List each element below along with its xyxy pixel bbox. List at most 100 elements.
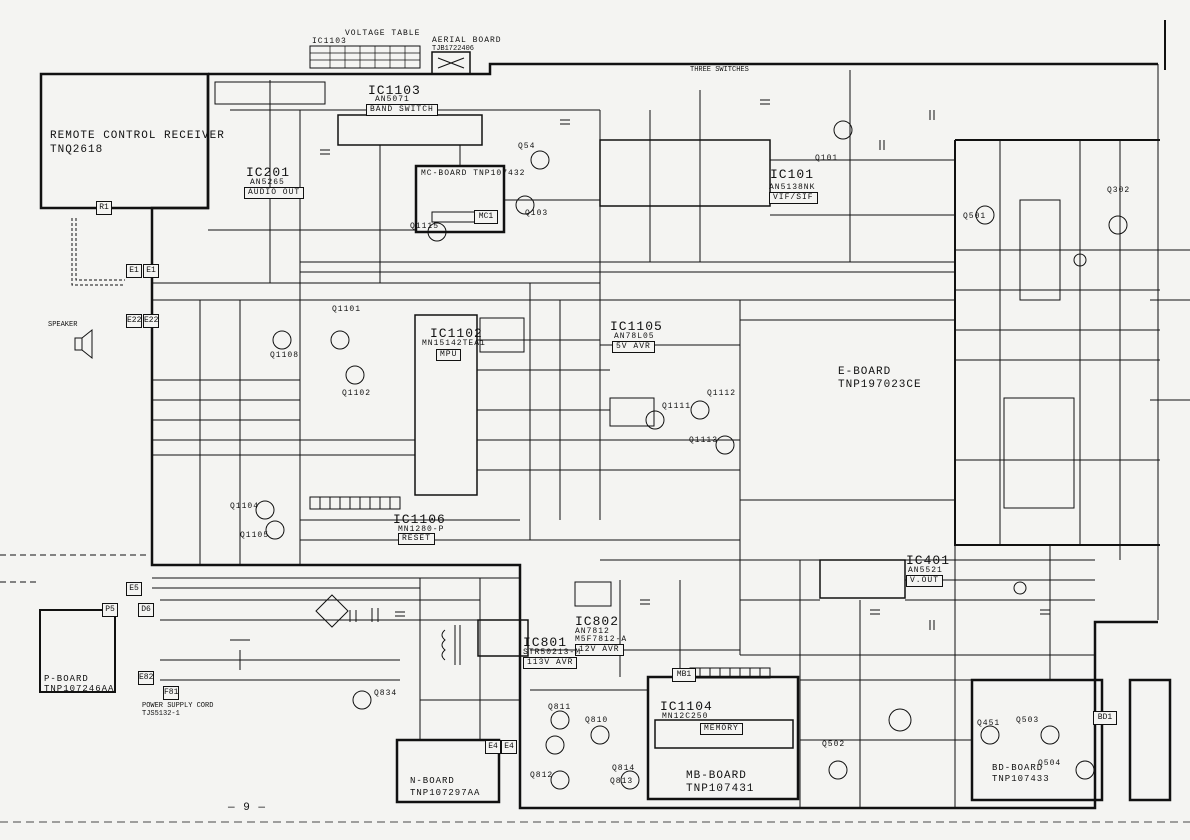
n-board-box bbox=[395, 738, 501, 804]
ic802-name: IC802 bbox=[575, 614, 620, 629]
mb-board-box bbox=[646, 675, 800, 801]
transistor-q810: Q810 bbox=[585, 716, 609, 725]
transistor-q101: Q101 bbox=[815, 154, 839, 163]
aerial-board-label: AERIAL BOARD bbox=[432, 36, 502, 45]
e-board-part: TNP197023CE bbox=[838, 379, 922, 391]
n-board-label: N-BOARD bbox=[410, 776, 455, 786]
transistor-q302: Q302 bbox=[1107, 186, 1131, 195]
mb-board-label: MB-BOARD bbox=[686, 770, 747, 782]
ic1105-function: 5V AVR bbox=[612, 341, 655, 353]
transistor-q1108: Q1108 bbox=[270, 351, 300, 360]
transistor-q812: Q812 bbox=[530, 771, 554, 780]
ic801-part: STR50213-M bbox=[523, 648, 582, 657]
page-number: — 9 — bbox=[228, 802, 267, 814]
ic1106-part: MN1280-P bbox=[398, 525, 445, 534]
transistor-q1115: Q1115 bbox=[410, 222, 440, 231]
connector-d6: D6 bbox=[138, 603, 154, 617]
transistor-q504: Q504 bbox=[1038, 759, 1062, 768]
transistor-q834: Q834 bbox=[374, 689, 398, 698]
connector-e82: E82 bbox=[138, 671, 154, 685]
connector-e1-right: E1 bbox=[143, 264, 159, 278]
transistor-q502: Q502 bbox=[822, 740, 846, 749]
voltage-table-ic-label: IC1103 bbox=[312, 37, 347, 46]
speaker-label: SPEAKER bbox=[48, 321, 78, 329]
ic802-function: 12V AVR bbox=[575, 644, 624, 656]
three-switch-label: THREE SWITCHES bbox=[690, 66, 749, 74]
ic1104-body bbox=[654, 719, 794, 749]
connector-mc1: MC1 bbox=[474, 210, 498, 224]
e-board-label: E-BOARD bbox=[838, 366, 892, 378]
connector-e22-right: E22 bbox=[143, 314, 159, 328]
bridge-rectifier bbox=[315, 594, 349, 628]
transistor-q503: Q503 bbox=[1016, 716, 1040, 725]
transistor-q1113: Q1113 bbox=[689, 436, 719, 445]
connector-e4-right: E4 bbox=[501, 740, 517, 754]
transistor-q451: Q451 bbox=[977, 719, 1001, 728]
transistor-glyphs bbox=[255, 120, 1128, 790]
transistor-q501: Q501 bbox=[963, 212, 987, 221]
ic401-name: IC401 bbox=[906, 553, 951, 568]
transistor-q1112: Q1112 bbox=[707, 389, 737, 398]
transistor-q103: Q103 bbox=[525, 209, 549, 218]
ic201-name: IC201 bbox=[246, 165, 291, 180]
aerial-board-part: TJB1722406 bbox=[432, 45, 475, 53]
ic1104-name: IC1104 bbox=[660, 699, 713, 714]
ic1103-body bbox=[337, 114, 483, 146]
ic201-part: AN5265 bbox=[250, 178, 285, 187]
ic1102-name: IC1102 bbox=[430, 326, 483, 341]
ic801-body bbox=[477, 619, 529, 657]
transistor-q1102: Q1102 bbox=[342, 389, 372, 398]
transistor-q811: Q811 bbox=[548, 703, 572, 712]
speaker-symbol bbox=[74, 328, 93, 360]
ic1105-part: AN78L05 bbox=[614, 332, 655, 341]
remote-receiver-title: REMOTE CONTROL RECEIVER bbox=[50, 130, 225, 142]
connector-bd1: BD1 bbox=[1093, 711, 1117, 725]
transistor-q1101: Q1101 bbox=[332, 305, 362, 314]
ic401-part: AN5521 bbox=[908, 566, 943, 575]
ic1102-body bbox=[414, 314, 478, 496]
ic1102-part: MN15142TEA1 bbox=[422, 339, 486, 348]
ic101-name: IC101 bbox=[770, 167, 815, 182]
e-board-outline bbox=[954, 140, 1160, 546]
mc-board-label: MC-BOARD TNP107432 bbox=[421, 169, 526, 178]
ic802-part: AN7812 bbox=[575, 627, 610, 636]
connector-r1: R1 bbox=[96, 201, 112, 215]
ic1104-part: MN12C250 bbox=[662, 712, 709, 721]
ic1103-name: IC1103 bbox=[368, 83, 421, 98]
connector-p5: P5 bbox=[102, 603, 118, 617]
n-board-part: TNP107297AA bbox=[410, 788, 481, 798]
ic1105-name: IC1105 bbox=[610, 319, 663, 334]
ic802-body bbox=[574, 581, 612, 607]
ic1104-function: MEMORY bbox=[700, 723, 743, 735]
connector-e22-left: E22 bbox=[126, 314, 142, 328]
bd-board-label: BD-BOARD bbox=[992, 763, 1044, 773]
ic101-function: VIF/SIF bbox=[769, 192, 818, 204]
ic802-part-alt: M5F7812-A bbox=[575, 635, 628, 644]
ic1106-function: RESET bbox=[398, 533, 436, 545]
transistor-q54: Q54 bbox=[518, 142, 536, 151]
transistor-q1111: Q1111 bbox=[662, 402, 692, 411]
power-cord-label: POWER SUPPLY CORD bbox=[142, 702, 214, 710]
bd-board-part: TNP107433 bbox=[992, 774, 1050, 784]
connector-e5: E5 bbox=[126, 582, 142, 596]
main-board-outline bbox=[150, 74, 1158, 810]
transistor-q813: Q813 bbox=[610, 777, 634, 786]
ic201-function: AUDIO OUT bbox=[244, 187, 305, 199]
ic401-body bbox=[819, 559, 906, 599]
mb-board-part: TNP107431 bbox=[686, 783, 755, 795]
ic801-function: 113V AVR bbox=[523, 657, 578, 669]
remote-receiver-part: TNQ2618 bbox=[50, 144, 104, 156]
connector-f81: F81 bbox=[163, 686, 179, 700]
connector-e1-left: E1 bbox=[126, 264, 142, 278]
voltage-table-title: VOLTAGE TABLE bbox=[345, 29, 421, 38]
power-cord-part: TJS5132-1 bbox=[142, 710, 180, 718]
p-board-part: TNP107246AA bbox=[44, 684, 115, 694]
transistor-q814: Q814 bbox=[612, 764, 636, 773]
transistor-q1104: Q1104 bbox=[230, 502, 260, 511]
ic101-body bbox=[599, 139, 771, 207]
ic1106-name: IC1106 bbox=[393, 512, 446, 527]
ic1102-function: MPU bbox=[436, 349, 462, 361]
ic801-name: IC801 bbox=[523, 635, 568, 650]
p-board-label: P-BOARD bbox=[44, 674, 89, 684]
